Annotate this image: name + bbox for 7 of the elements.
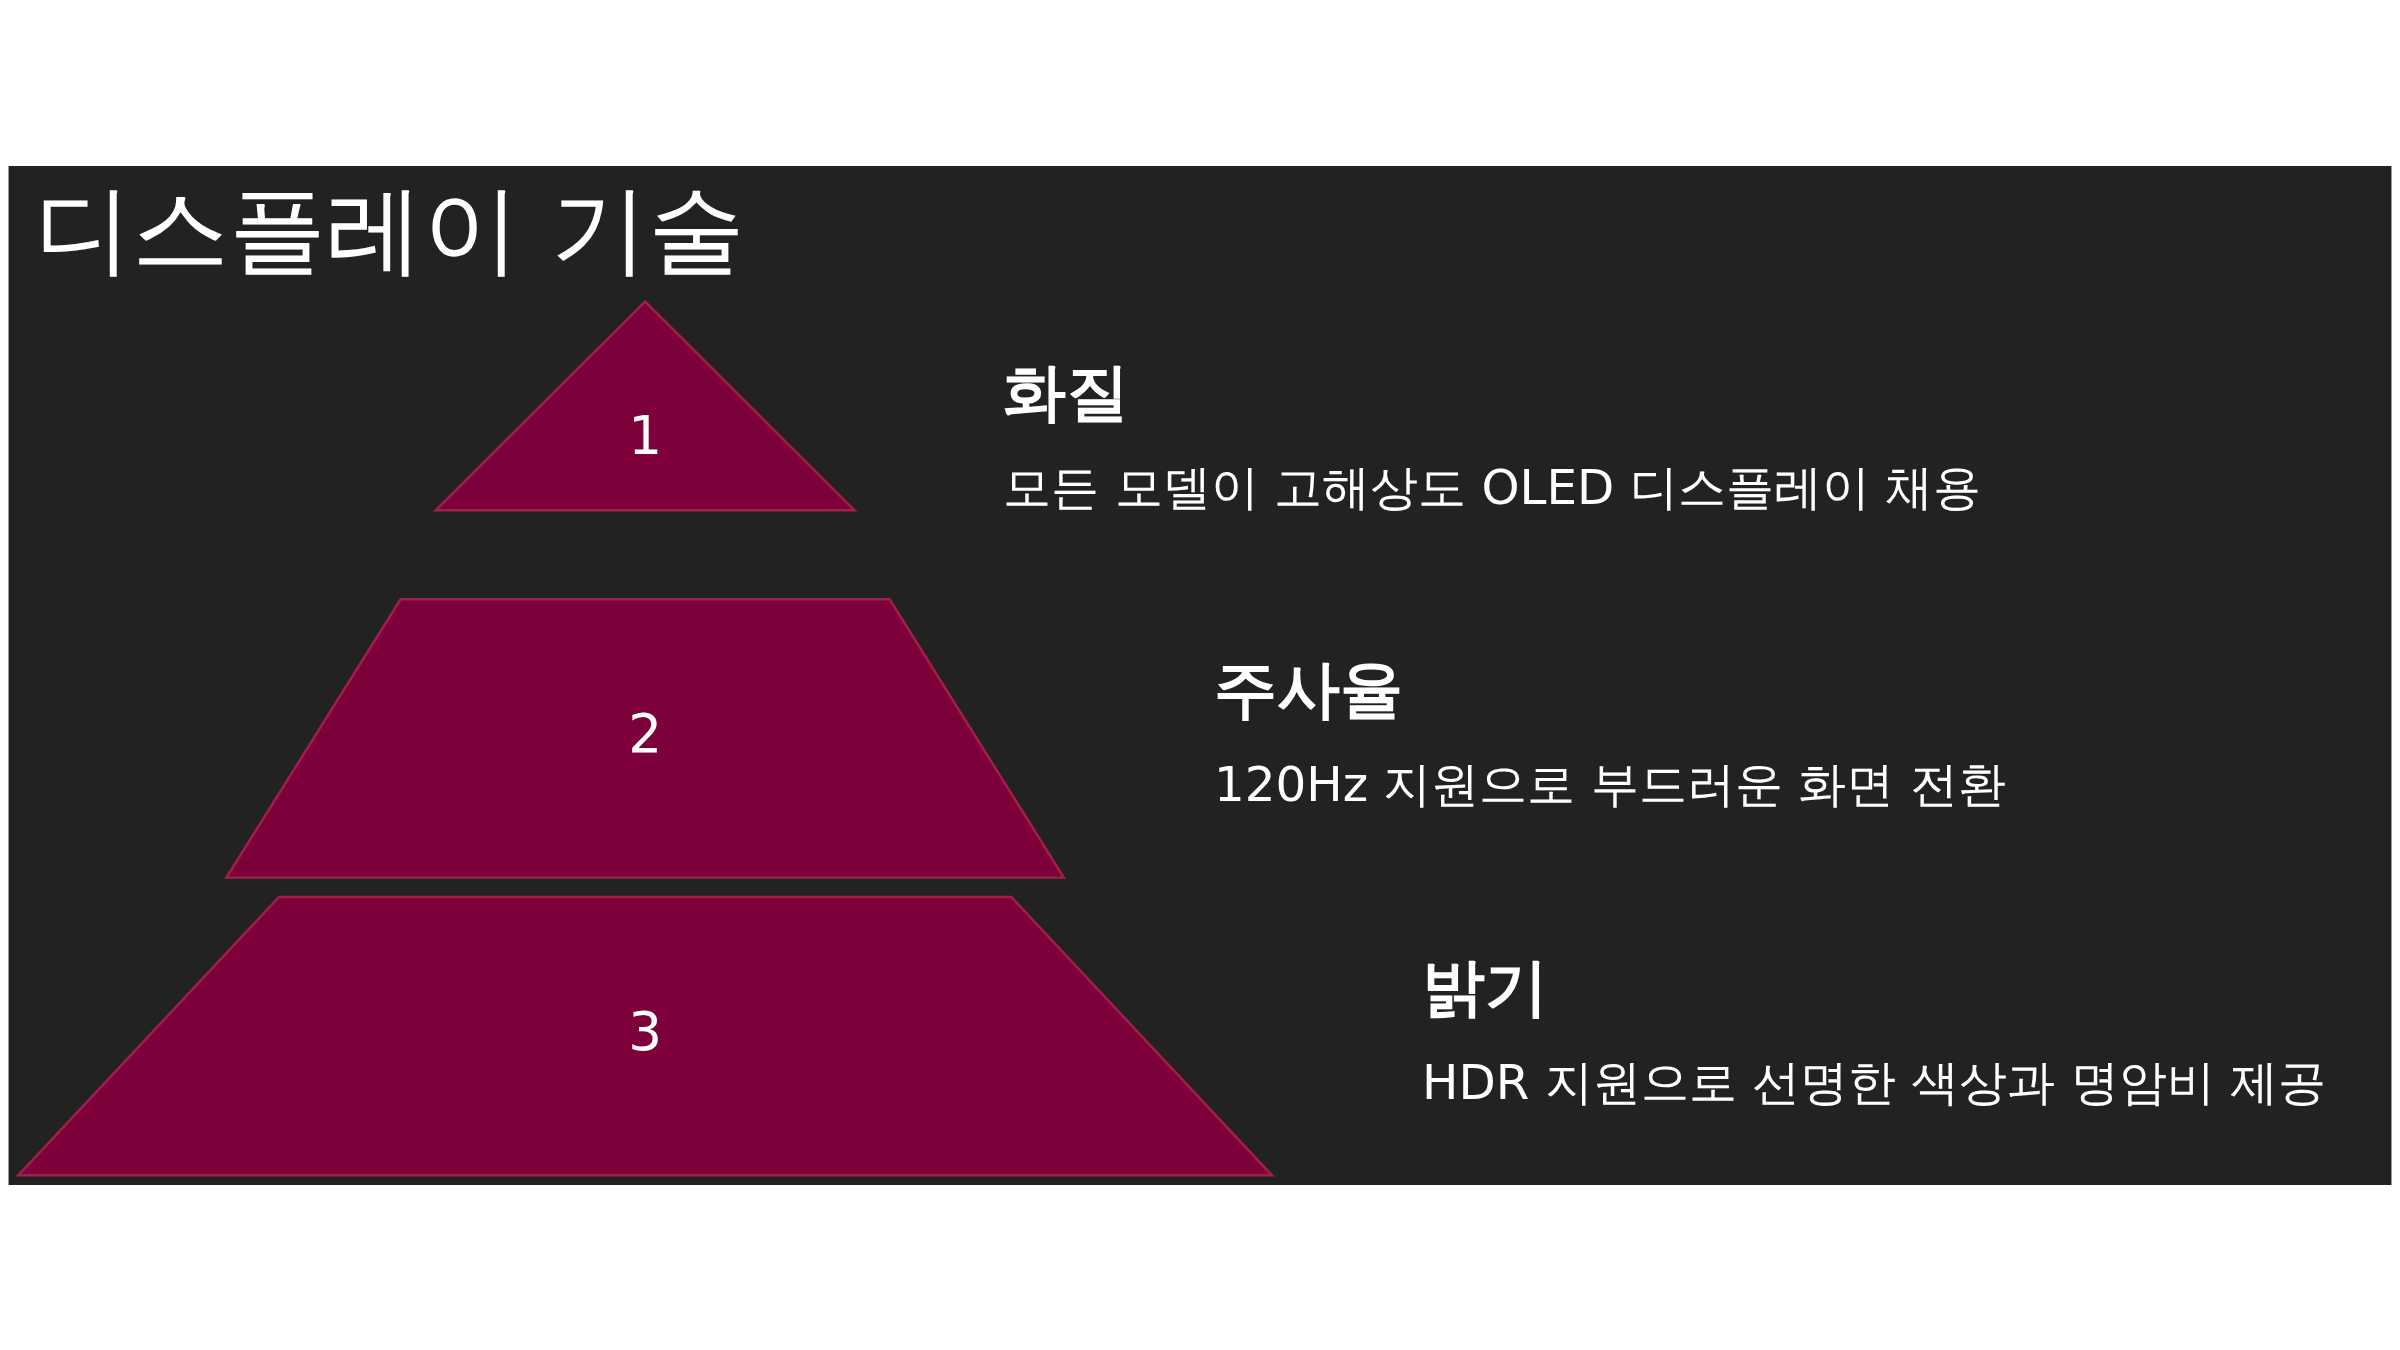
node-label: 밝기: [1422, 950, 1549, 1024]
node-label: HDR 지원으로 선명한 색상과 명암비 제공: [1422, 1053, 2327, 1110]
node-label: 모든 모델이 고해상도 OLED 디스플레이 채용: [1003, 458, 1982, 515]
diagram-title: 디스플레이 기술: [34, 172, 745, 286]
node-label: 화질: [1003, 355, 1130, 429]
node-label: 120Hz 지원으로 부드러운 화면 전환: [1213, 755, 2006, 812]
node-label: 주사율: [1213, 652, 1403, 726]
